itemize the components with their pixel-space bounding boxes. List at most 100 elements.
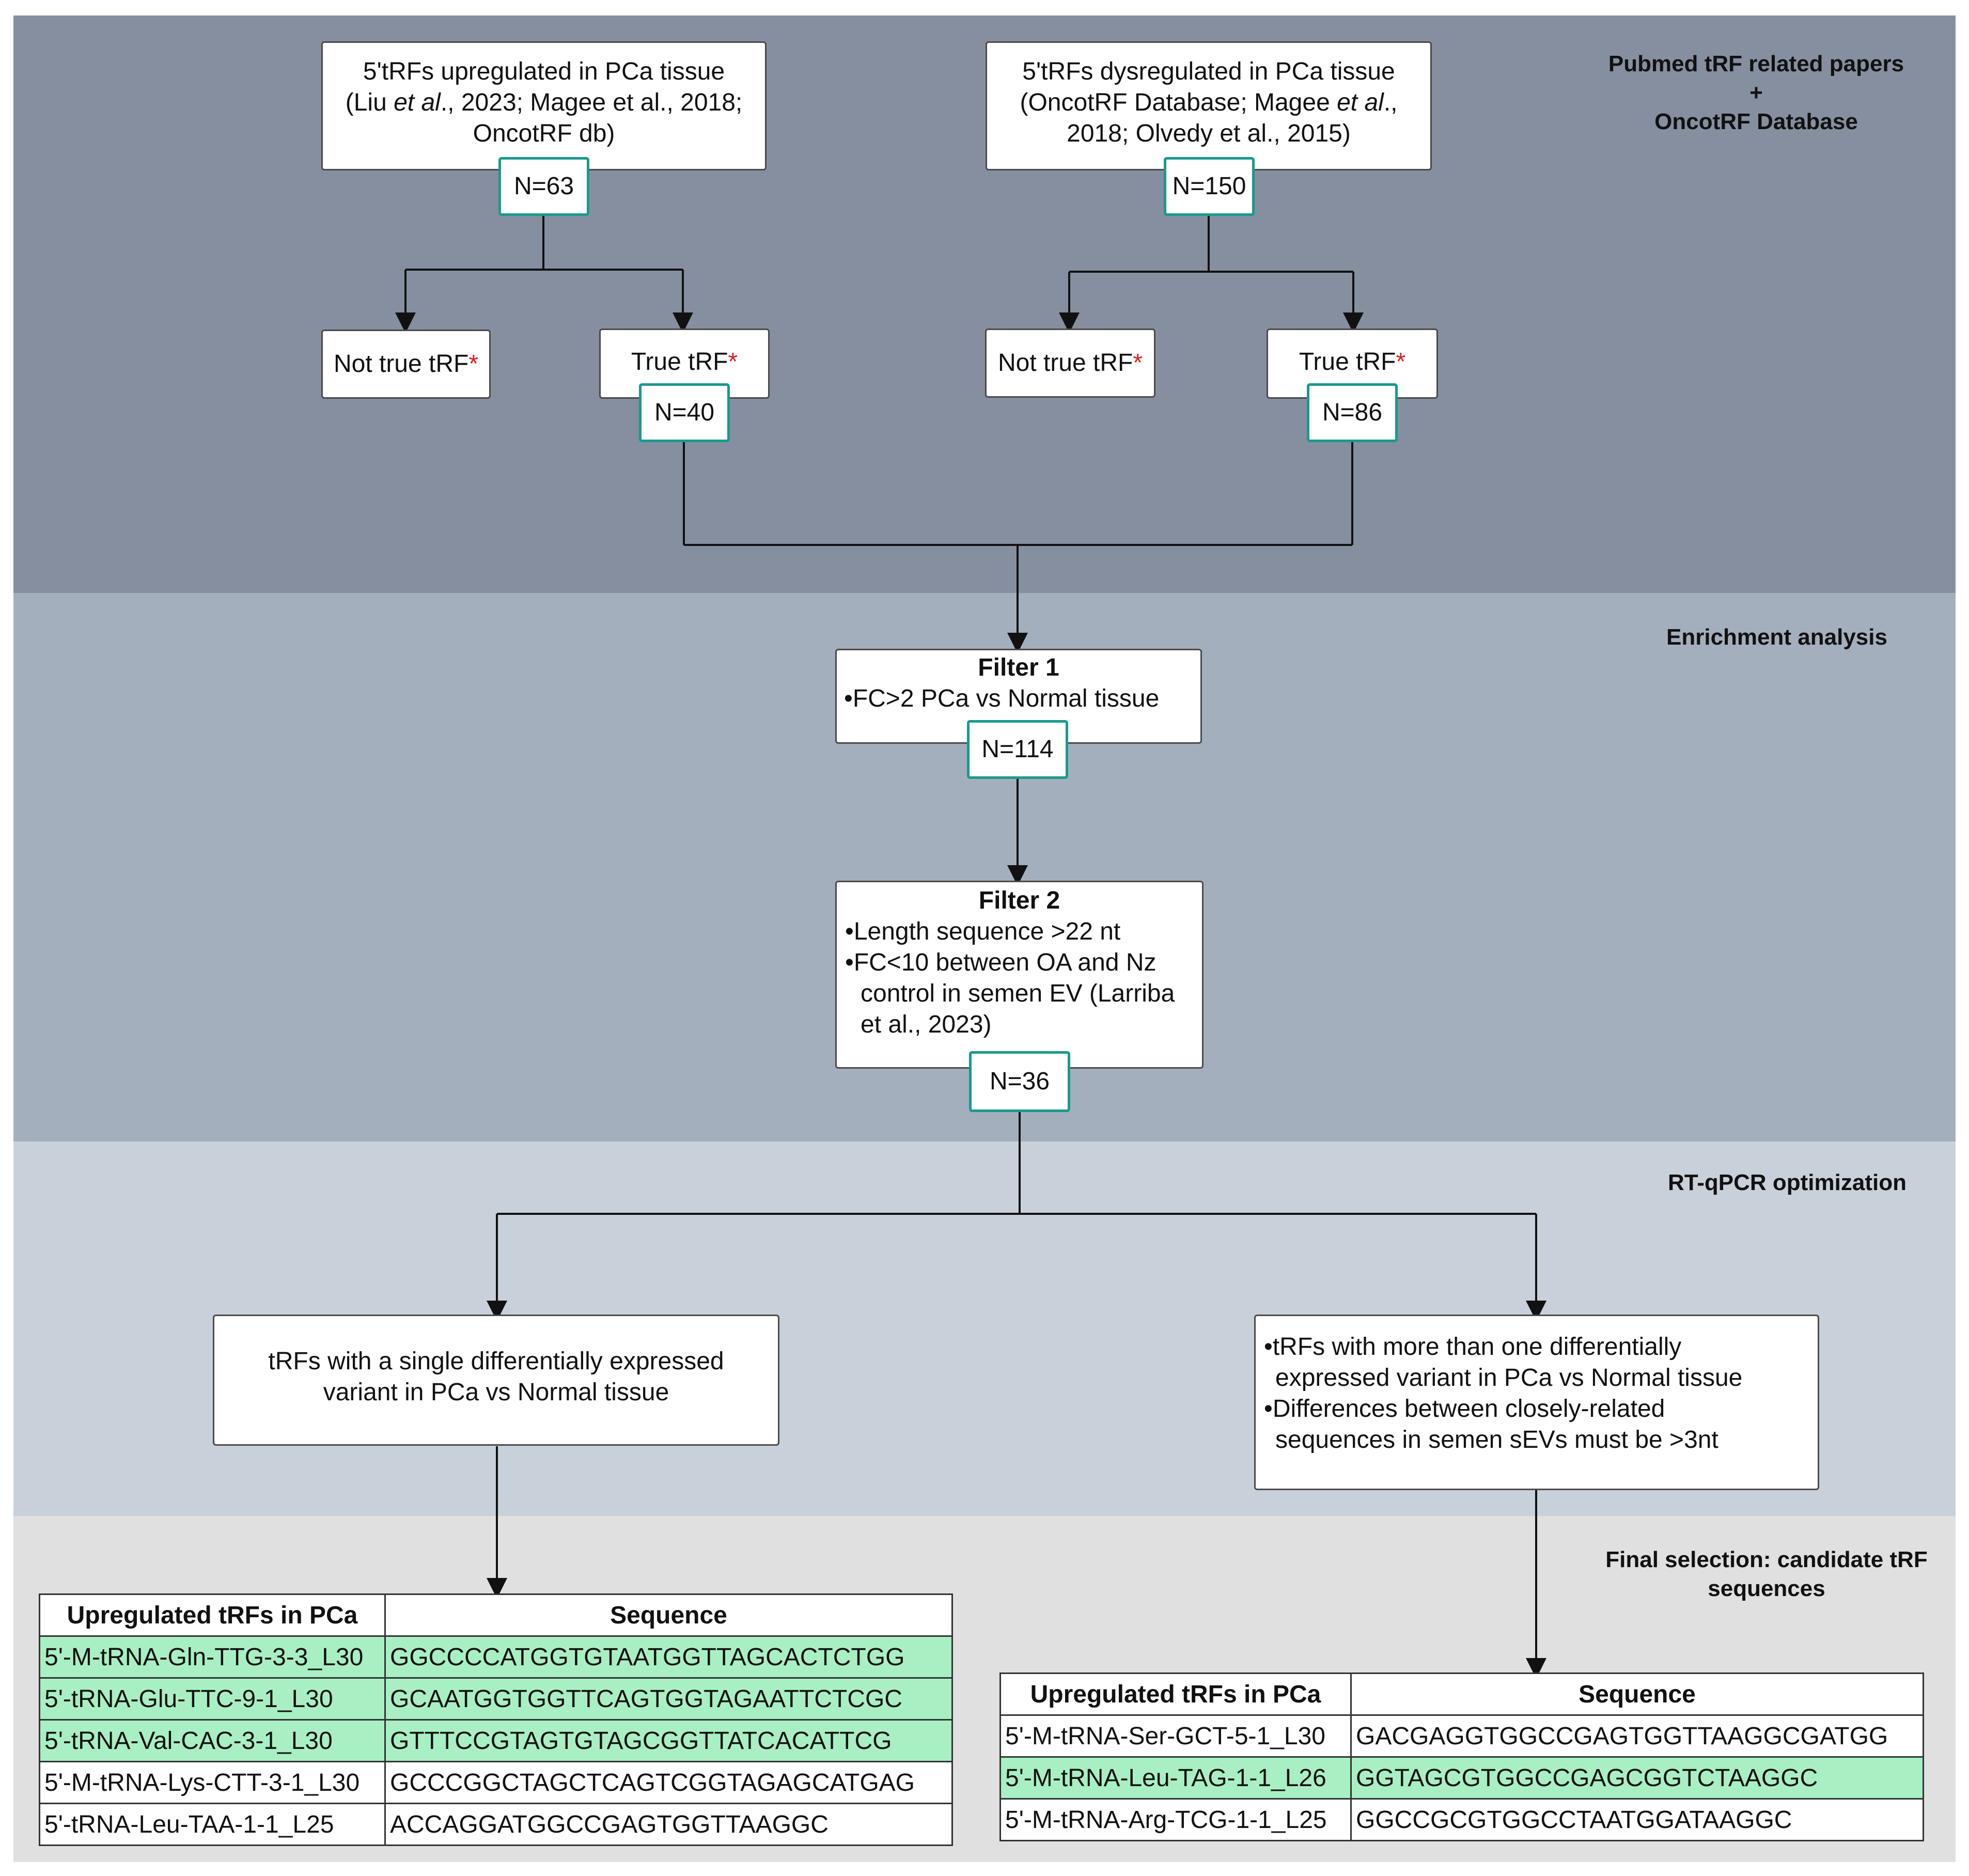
- sequence-cell: GACGAGGTGGCCGAGTGGTTAAGGCGATGG: [1350, 1714, 1924, 1758]
- filter2-bullet-1: •Length sequence >22 nt: [841, 916, 1198, 947]
- left-sequence-table: Upregulated tRFs in PCa Sequence 5'-M-tR…: [39, 1593, 953, 1846]
- right-source-count: N=150: [1164, 157, 1255, 216]
- bullet-glyph: •: [845, 918, 854, 945]
- left-source-line3: OncotRF db): [473, 120, 615, 147]
- left-source-box: 5'tRFs upregulated in PCa tissue (Liu et…: [321, 41, 767, 170]
- filter1-count: N=114: [967, 720, 1068, 779]
- asterisk-marker: *: [1396, 348, 1406, 376]
- true-label: True tRF: [1299, 348, 1396, 376]
- band-label-line: sequences: [1708, 1576, 1825, 1601]
- asterisk-marker: *: [468, 350, 479, 378]
- column-header: Sequence: [1350, 1672, 1924, 1716]
- right-sequence-table: Upregulated tRFs in PCa Sequence 5'-M-tR…: [999, 1672, 1924, 1841]
- single-variant-line: tRFs with a single differentially expres…: [268, 1348, 724, 1375]
- trf-name-cell: 5'-M-tRNA-Ser-GCT-5-1_L30: [999, 1714, 1352, 1758]
- column-header: Upregulated tRFs in PCa: [39, 1593, 386, 1637]
- bullet-glyph: •: [844, 685, 853, 712]
- sequence-cell: GCAATGGTGGTTCAGTGGTAGAATTCTCGC: [384, 1677, 953, 1721]
- not-true-label: Not true tRF: [333, 350, 469, 378]
- text-span-italic: et al: [394, 89, 441, 116]
- band-label-line: +: [1749, 80, 1763, 105]
- true-label: True tRF: [631, 348, 728, 376]
- filter1-title: Filter 1: [978, 654, 1059, 681]
- filter1-bullet-text: FC>2 PCa vs Normal tissue: [852, 685, 1160, 712]
- single-variant-box: tRFs with a single differentially expres…: [213, 1315, 779, 1446]
- text-span: (OncotRF Database; Magee: [1020, 89, 1337, 116]
- filter2-bullet-2: •FC<10 between OA and Nz control in seme…: [841, 947, 1198, 1040]
- right-source-box: 5'tRFs dysregulated in PCa tissue (Oncot…: [986, 41, 1432, 170]
- multi-variant-text: expressed variant in PCa vs Normal tissu…: [1275, 1364, 1743, 1392]
- multi-variant-text: tRFs with more than one differentially: [1272, 1333, 1682, 1361]
- right-not-true-box: Not true tRF*: [985, 329, 1155, 398]
- text-span-italic: et al: [1337, 89, 1384, 116]
- band-label-rtqpcr: RT-qPCR optimization: [1668, 1170, 1907, 1195]
- trf-name-cell: 5'-tRNA-Val-CAC-3-1_L30: [39, 1719, 386, 1762]
- trf-name-cell: 5'-tRNA-Glu-TTC-9-1_L30: [39, 1677, 386, 1721]
- multi-variant-line: •Differences between closely-related: [1264, 1394, 1812, 1425]
- filter2-bullet-text: FC<10 between OA and Nz: [853, 949, 1157, 976]
- sequence-cell: GGCCGCGTGGCCTAATGGATAAGGC: [1350, 1798, 1924, 1841]
- asterisk-marker: *: [1133, 349, 1143, 377]
- band-label-final: Final selection: candidate tRF sequences: [1570, 1545, 1963, 1603]
- sequence-cell: GGTAGCGTGGCCGAGCGGTCTAAGGC: [1350, 1756, 1924, 1800]
- filter2-bullet-text: Length sequence >22 nt: [853, 918, 1121, 945]
- right-source-line3: 2018; Olvedy et al., 2015): [1067, 120, 1351, 147]
- bullet-glyph: •: [1264, 1395, 1273, 1422]
- band-label-line: Final selection: candidate tRF: [1605, 1547, 1928, 1572]
- filter2-box: Filter 2 •Length sequence >22 nt •FC<10 …: [835, 881, 1204, 1069]
- multi-variant-line: •tRFs with more than one differentially: [1264, 1332, 1812, 1363]
- trf-name-cell: 5'-M-tRNA-Leu-TAG-1-1_L26: [999, 1756, 1352, 1800]
- multi-variant-bullet-2: •Differences between closely-related seq…: [1261, 1394, 1812, 1456]
- column-header: Sequence: [384, 1593, 953, 1637]
- trf-name-cell: 5'-tRNA-Leu-TAA-1-1_L25: [39, 1803, 386, 1846]
- left-not-true-box: Not true tRF*: [321, 330, 491, 399]
- filter2-bullet-2-line: •FC<10 between OA and Nz: [845, 947, 1198, 978]
- bullet-glyph: •: [1264, 1333, 1273, 1361]
- right-true-count: N=86: [1307, 383, 1398, 442]
- single-variant-line: variant in PCa vs Normal tissue: [323, 1379, 669, 1406]
- text-span: (Liu: [345, 89, 394, 116]
- filter1-bullet: •FC>2 PCa vs Normal tissue: [841, 683, 1196, 714]
- left-source-count: N=63: [498, 157, 589, 216]
- asterisk-marker: *: [728, 348, 738, 376]
- multi-variant-text: sequences in semen sEVs must be >3nt: [1275, 1426, 1718, 1453]
- left-source-line2: (Liu et al., 2023; Magee et al., 2018;: [323, 87, 765, 118]
- band-label-enrichment: Enrichment analysis: [1666, 624, 1887, 650]
- sequence-cell: ACCAGGATGGCCGAGTGGTTAAGGC: [384, 1803, 953, 1846]
- column-header: Upregulated tRFs in PCa: [999, 1672, 1352, 1716]
- sequence-cell: GGCCCCATGGTGTAATGGTTAGCACTCTGG: [384, 1635, 953, 1679]
- band-label-line: Pubmed tRF related papers: [1608, 51, 1904, 76]
- right-source-line2: (OncotRF Database; Magee et al.,: [987, 87, 1430, 118]
- filter2-bullet-text: et al., 2023): [861, 1011, 992, 1038]
- multi-variant-bullet-1: •tRFs with more than one differentially …: [1261, 1332, 1812, 1394]
- text-span: .,: [1383, 89, 1398, 116]
- band-label-line: OncotRF Database: [1654, 109, 1858, 134]
- not-true-label: Not true tRF: [997, 349, 1133, 377]
- filter2-title: Filter 2: [978, 887, 1060, 914]
- sequence-cell: GTTTCCGTAGTGTAGCGGTTATCACATTCG: [384, 1719, 953, 1762]
- multi-variant-text: Differences between closely-related: [1272, 1395, 1665, 1422]
- filter2-count: N=36: [969, 1051, 1070, 1112]
- bullet-glyph: •: [845, 949, 854, 976]
- trf-name-cell: 5'-M-tRNA-Lys-CTT-3-1_L30: [39, 1761, 386, 1804]
- filter2-bullet-text: control in semen EV (Larriba: [861, 980, 1175, 1007]
- text-span: ., 2023; Magee et al., 2018;: [440, 89, 743, 116]
- band-label-literature: Pubmed tRF related papers + OncotRF Data…: [1581, 50, 1932, 136]
- sequence-cell: GCCCGGCTAGCTCAGTCGGTAGAGCATGAG: [384, 1761, 953, 1804]
- trf-name-cell: 5'-M-tRNA-Arg-TCG-1-1_L25: [999, 1798, 1352, 1841]
- table-header-row: Upregulated tRFs in PCa Sequence: [999, 1672, 1924, 1716]
- trf-name-cell: 5'-M-tRNA-Gln-TTG-3-3_L30: [39, 1635, 386, 1679]
- multi-variant-box: •tRFs with more than one differentially …: [1254, 1315, 1819, 1490]
- table-header-row: Upregulated tRFs in PCa Sequence: [39, 1593, 953, 1637]
- right-source-line1: 5'tRFs dysregulated in PCa tissue: [1022, 58, 1395, 85]
- left-source-line1: 5'tRFs upregulated in PCa tissue: [363, 58, 725, 85]
